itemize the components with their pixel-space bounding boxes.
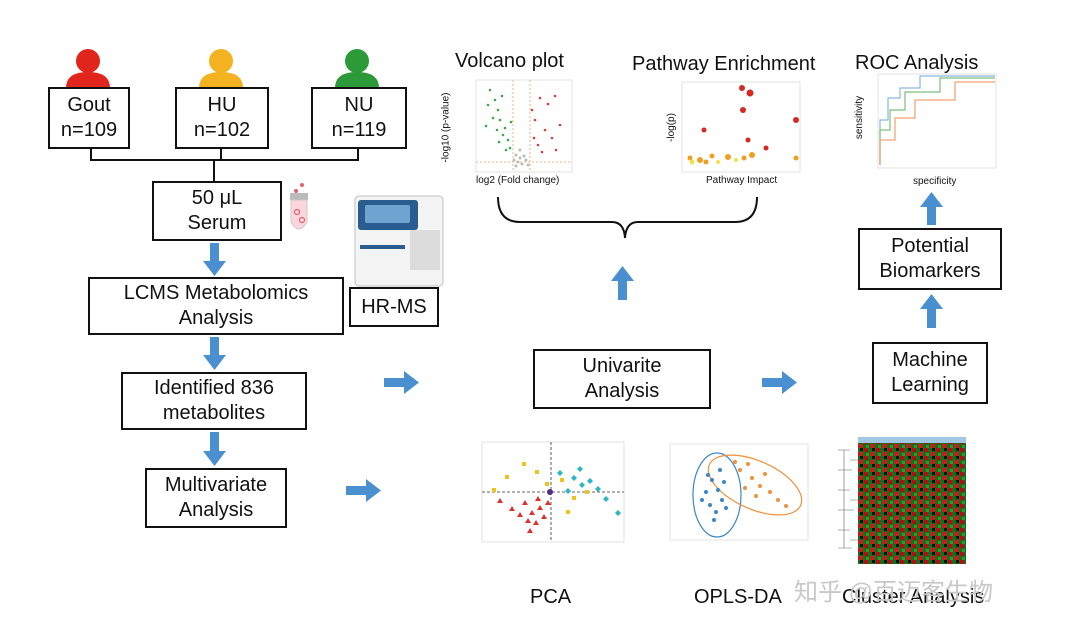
group-name: HU	[207, 94, 237, 116]
lcms-line2: Analysis	[178, 307, 254, 329]
volcano-title: Volcano plot	[455, 50, 564, 72]
pathway-title: Pathway Enrichment	[632, 53, 816, 75]
identified-line2: metabolites	[162, 402, 266, 424]
lcms-box: LCMS Metabolomics Analysis	[88, 277, 344, 335]
group-name: Gout	[67, 94, 111, 116]
hrms-box: HR-MS	[349, 287, 439, 327]
identified-line1: Identified 836	[153, 377, 275, 399]
group-name: NU	[344, 94, 374, 116]
pca-label: PCA	[530, 586, 572, 608]
group-count: n=119	[331, 119, 387, 141]
cluster-label: Cluster Analysis	[842, 586, 985, 608]
multivariate-box: Multivariate Analysis	[145, 468, 287, 528]
volcano-xlabel: log2 (Fold change)	[476, 175, 560, 186]
group-box-gout: Gout n=109	[48, 87, 130, 149]
univariate-line1: Univarite	[582, 355, 662, 377]
identified-box: Identified 836 metabolites	[121, 372, 307, 430]
hrms-label: HR-MS	[361, 295, 427, 318]
machine-line2: Learning	[891, 374, 969, 396]
biomarkers-box: Potential Biomarkers	[858, 228, 1002, 290]
watermark: 知乎 @百迈客生物	[794, 579, 994, 606]
opls-da-label: OPLS-DA	[694, 586, 782, 608]
group-count: n=102	[193, 119, 251, 141]
univariate-box: Univarite Analysis	[533, 349, 711, 409]
multivariate-line1: Multivariate	[164, 474, 268, 496]
biomarkers-line2: Biomarkers	[879, 260, 981, 282]
multivariate-line2: Analysis	[178, 499, 254, 521]
serum-volume: 50 μL	[191, 187, 243, 209]
roc-xlabel: specificity	[913, 176, 957, 187]
lcms-line1: LCMS Metabolomics	[123, 282, 309, 304]
univariate-line2: Analysis	[584, 380, 660, 402]
serum-box: 50 μL Serum	[152, 181, 282, 241]
group-box-nu: NU n=119	[311, 87, 407, 149]
machine-line1: Machine	[892, 349, 968, 371]
group-count: n=109	[60, 119, 118, 141]
roc-title: ROC Analysis	[855, 52, 979, 74]
group-box-hu: HU n=102	[175, 87, 269, 149]
machine-learning-box: Machine Learning	[872, 342, 988, 404]
serum-label: Serum	[187, 212, 247, 234]
pathway-xlabel: Pathway Impact	[706, 175, 778, 186]
biomarkers-line1: Potential	[891, 235, 969, 257]
